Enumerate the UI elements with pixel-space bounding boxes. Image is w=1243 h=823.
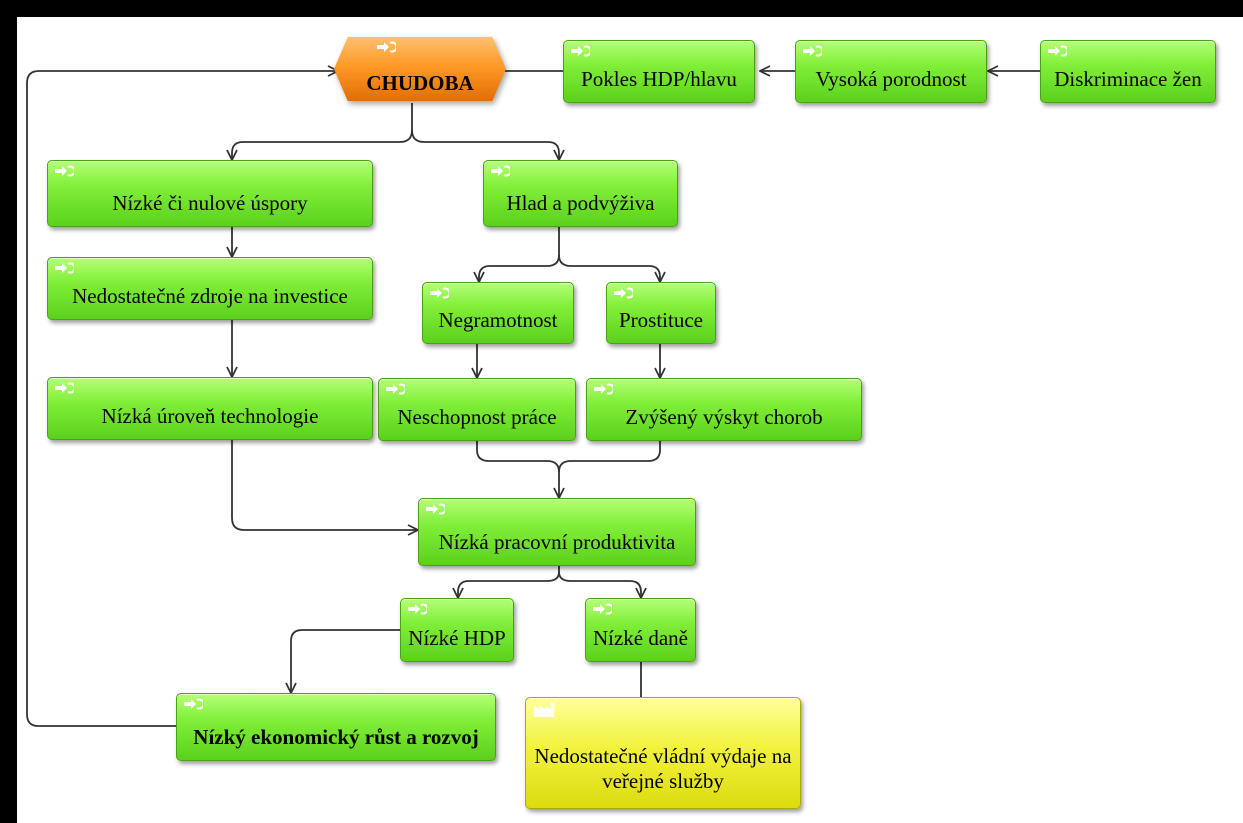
arrow-cycle-icon [430,287,449,299]
arrow-cycle-icon [803,45,822,57]
arrow-cycle-icon [377,41,396,53]
node-label: Diskriminace žen [1054,67,1202,91]
node-vysoka-porodnost[interactable]: Vysoká porodnost [795,40,987,103]
node-label: Nízká úroveň technologie [101,404,319,428]
node-vladni-vydaje[interactable]: Nedostatečné vládní výdaje na veřejné sl… [525,697,801,809]
root-node-label: CHUDOBA [366,71,474,95]
node-label: Pokles HDP/hlavu [581,67,737,91]
arrow-cycle-icon [55,382,74,394]
node-nizke-uspory[interactable]: Nízké či nulové úspory [47,160,373,227]
arrow-cycle-icon [571,45,590,57]
root-node-chudoba[interactable]: CHUDOBA [334,37,506,101]
node-nedostatecne-zdroje[interactable]: Nedostatečné zdroje na investice [47,257,373,320]
node-label: Nízké daně [592,626,689,650]
node-label: Nízké či nulové úspory [112,191,308,215]
factory-icon [533,702,555,717]
node-label: Nedostatečné vládní výdaje na veřejné sl… [534,744,792,793]
arrow-cycle-icon [1048,45,1067,57]
node-neschopnost[interactable]: Neschopnost práce [378,378,576,441]
node-ekonomicky-rust[interactable]: Nízký ekonomický růst a rozvoj [176,693,496,761]
node-label: Hlad a podvýživa [506,191,655,215]
node-produktivita[interactable]: Nízká pracovní produktivita [418,498,696,566]
node-label: Nízké HDP [408,626,506,650]
node-prostituce[interactable]: Prostituce [606,282,716,344]
arrow-cycle-icon [408,603,427,615]
arrow-cycle-icon [594,383,613,395]
node-label: Nedostatečné zdroje na investice [72,284,348,308]
node-label: Prostituce [619,308,703,332]
node-nizka-uroven[interactable]: Nízká úroveň technologie [47,377,373,440]
arrow-cycle-icon [184,698,203,710]
node-label: Nízký ekonomický růst a rozvoj [193,725,479,749]
arrow-cycle-icon [426,503,445,515]
node-negramotnost[interactable]: Negramotnost [422,282,574,344]
node-nizke-hdp[interactable]: Nízké HDP [400,598,514,662]
arrow-cycle-icon [491,165,510,177]
arrow-cycle-icon [386,383,405,395]
arrow-cycle-icon [614,287,633,299]
node-pokles-hdp[interactable]: Pokles HDP/hlavu [563,40,755,103]
node-diskriminace-zen[interactable]: Diskriminace žen [1040,40,1216,103]
arrow-cycle-icon [593,603,612,615]
node-choroby[interactable]: Zvýšený výskyt chorob [586,378,862,441]
arrow-cycle-icon [55,262,74,274]
arrow-cycle-icon [55,165,74,177]
node-hlad[interactable]: Hlad a podvýživa [483,160,678,227]
node-label: Negramotnost [438,308,558,332]
node-nizke-dane[interactable]: Nízké daně [585,598,696,662]
node-label: Vysoká porodnost [815,67,967,91]
node-label: Zvýšený výskyt chorob [625,405,823,429]
node-label: Nízká pracovní produktivita [438,530,676,554]
root-node-shape [334,37,506,101]
node-label: Neschopnost práce [397,405,557,429]
